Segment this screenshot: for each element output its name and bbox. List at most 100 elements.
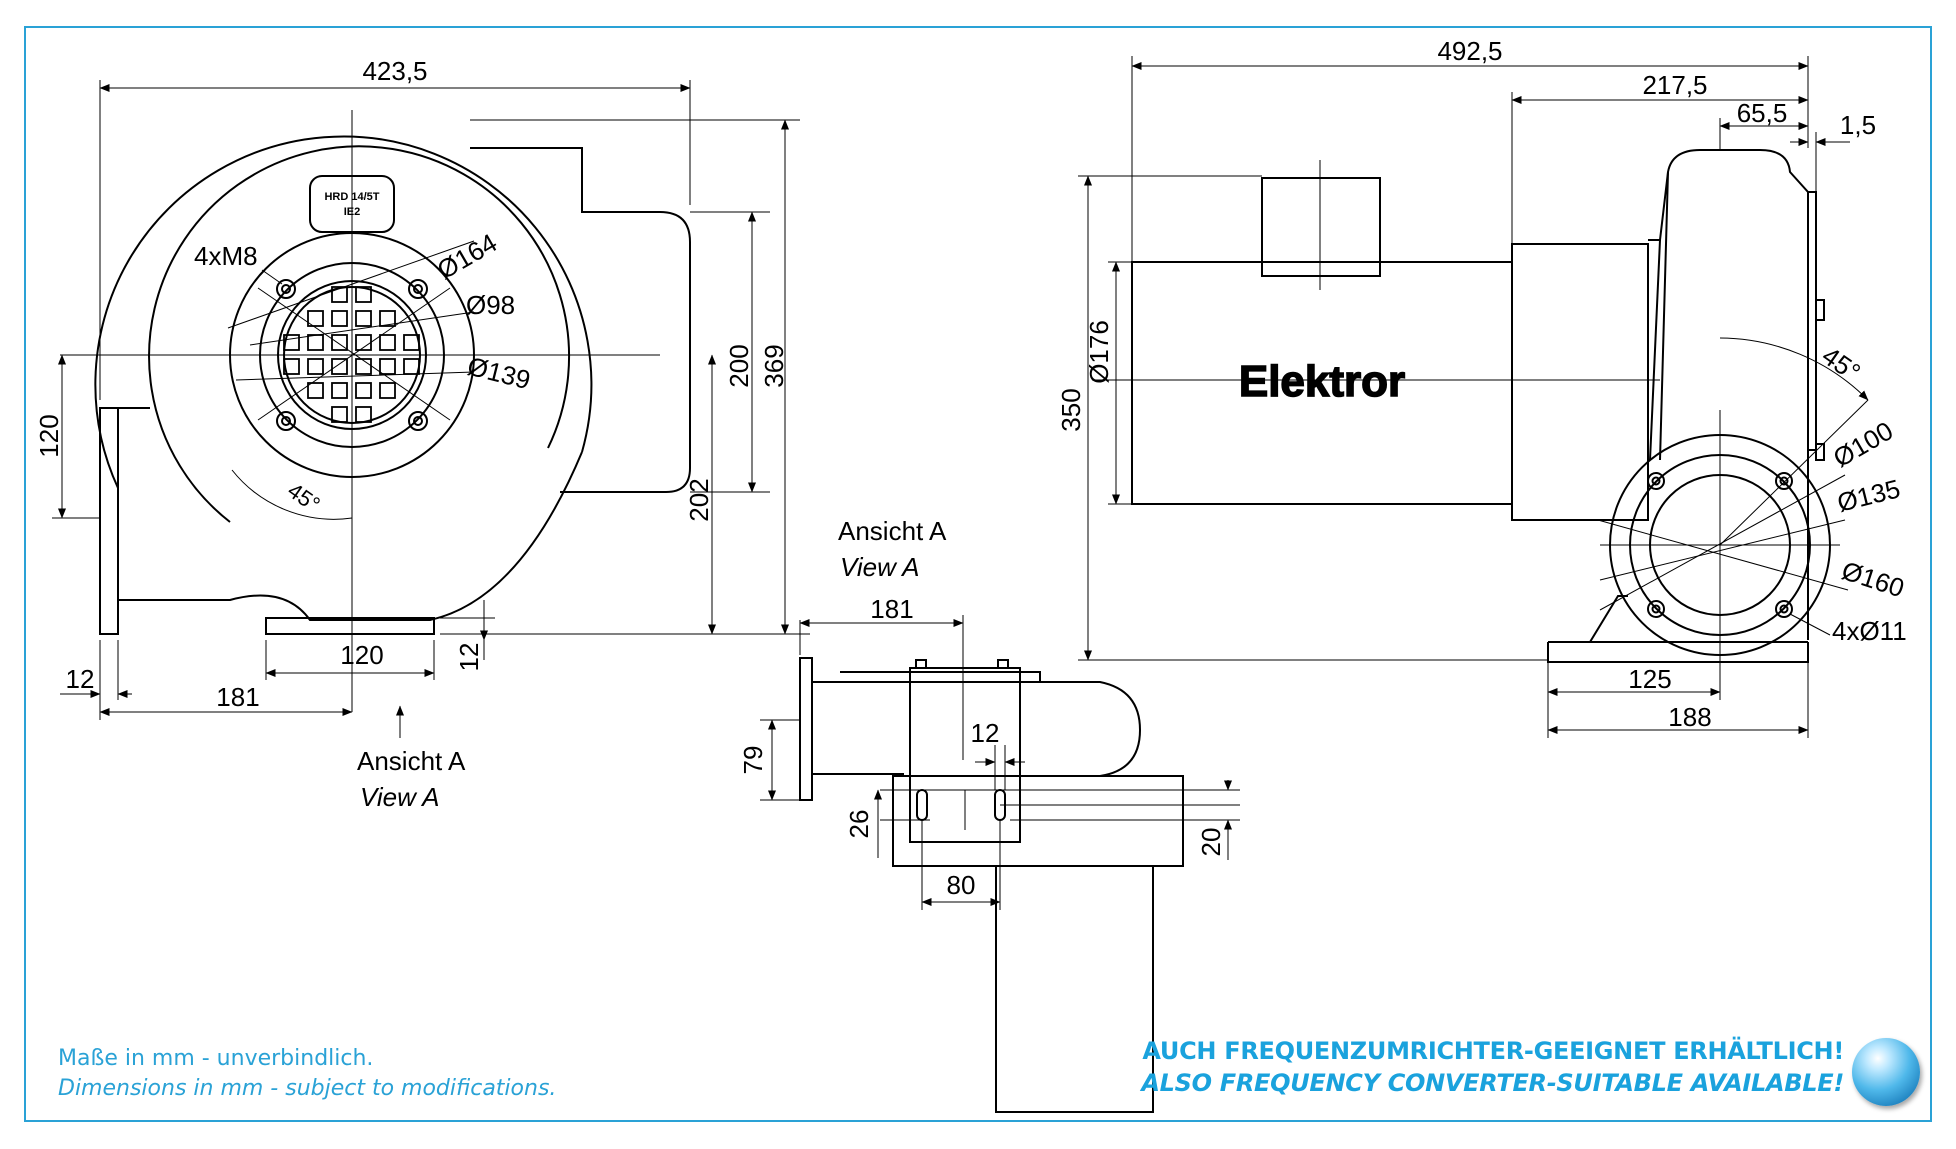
label-front-view-a-de: Ansicht A (357, 746, 466, 776)
side-base (1547, 641, 1809, 663)
side-hole (1775, 600, 1793, 618)
view-a-flange (799, 657, 813, 801)
front-view-a-label: Ansicht A View A (357, 746, 466, 812)
dim-front-flange-offset: 120 (34, 414, 64, 457)
inlet-grid-cell (379, 334, 396, 351)
front-center-lines (60, 110, 660, 712)
inlet-grid-cell (307, 358, 324, 375)
inlet-grid-cell (307, 334, 324, 351)
inlet-grid-cell (355, 358, 372, 375)
side-center-lines (1092, 160, 1840, 680)
dim-front-width: 423,5 (362, 56, 427, 86)
front-volute-outer (94, 135, 593, 489)
dim-front-flange-to-center: 181 (216, 682, 259, 712)
side-hole (1647, 472, 1665, 490)
inlet-grid-cell (331, 382, 348, 399)
inlet-grid-cell (379, 358, 396, 375)
front-inlet-grid (283, 286, 420, 423)
side-view (1131, 149, 1831, 663)
promo-de: AUCH FREQUENZUMRICHTER-GEEIGNET ERHÄLTLI… (1142, 1037, 1844, 1065)
side-dimension-text: 492,5 217,5 65,5 1,5 350 Ø176 45° Ø100 Ø… (1056, 36, 1908, 732)
disclaimer-en: Dimensions in mm - subject to modificati… (58, 1076, 557, 1101)
label-view-a-title-en: View A (840, 552, 920, 582)
dim-front-height: 369 (759, 344, 789, 387)
front-bolt-hole (276, 279, 296, 299)
inlet-grid-cell (379, 382, 396, 399)
dim-view-a-flange-to-center: 181 (870, 594, 913, 624)
dim-view-a-slot-offset: 26 (844, 810, 874, 839)
label-view-a-title-de: Ansicht A (838, 516, 947, 546)
view-a-motor-lower (995, 865, 1154, 1113)
dim-side-base-outer: 188 (1668, 702, 1711, 732)
front-view (94, 135, 691, 635)
front-dimension-text: 423,5 369 200 202 120 120 12 12 181 4xM8… (34, 56, 789, 712)
dim-side-length-housing: 217,5 (1642, 70, 1707, 100)
dim-side-dia-135: Ø135 (1834, 473, 1903, 517)
dim-side-holes: 4xØ11 (1832, 616, 1907, 646)
view-a (799, 657, 1184, 1113)
dim-front-flange-thickness: 12 (66, 664, 95, 694)
inlet-grid-cell (355, 310, 372, 327)
inlet-grid-cell (331, 286, 348, 303)
side-hole (1775, 472, 1793, 490)
dim-front-axis-height: 202 (684, 478, 714, 521)
dim-front-foot-width: 120 (340, 640, 383, 670)
dim-side-height-total: 350 (1056, 388, 1086, 431)
inlet-grid-cell (331, 406, 348, 423)
dim-side-length-lip: 1,5 (1840, 110, 1876, 140)
inlet-grid-cell (307, 382, 324, 399)
label-front-bolts: 4xM8 (194, 241, 258, 271)
view-a-duct (812, 681, 1142, 777)
dim-view-a-slot-height: 20 (1196, 828, 1226, 857)
side-hole (1647, 600, 1665, 618)
label-front-dia-98: Ø98 (466, 290, 515, 320)
inlet-grid-cell (331, 310, 348, 327)
dim-view-a-slot-width: 12 (971, 718, 1000, 748)
promo-en: ALSO FREQUENCY CONVERTER-SUITABLE AVAILA… (1141, 1069, 1844, 1097)
nameplate-model: HRD 14/5T (324, 191, 379, 203)
promo-orb-icon (1852, 1038, 1920, 1106)
drawing-frame (24, 26, 1932, 1122)
dim-view-a-slot-spacing: 80 (947, 870, 976, 900)
inlet-grid-cell (331, 358, 348, 375)
front-volute-inner (148, 145, 571, 523)
inlet-grid-cell (355, 286, 372, 303)
side-inlet-lip (1807, 191, 1817, 451)
side-brand-logo: Elektror (1239, 357, 1405, 406)
dim-front-outlet-center: 200 (724, 344, 754, 387)
front-outlet-flange (99, 407, 119, 635)
front-bolt-hole (276, 411, 296, 431)
inlet-grid-cell (403, 334, 420, 351)
front-bolt-hole (408, 411, 428, 431)
side-motor-flange (1511, 243, 1649, 521)
dim-side-length-inlet: 65,5 (1737, 98, 1788, 128)
inlet-grid-cell (355, 382, 372, 399)
inlet-grid-cell (283, 334, 300, 351)
front-bolt-hole (408, 279, 428, 299)
view-a-dimension-lines (760, 615, 1240, 910)
front-dimension-lines (52, 80, 810, 738)
dim-view-a-flange-height: 79 (738, 746, 768, 775)
inlet-grid-cell (307, 310, 324, 327)
label-front-view-a-en: View A (360, 782, 440, 812)
dim-side-length-total: 492,5 (1437, 36, 1502, 66)
inlet-grid-cell (403, 358, 420, 375)
dim-side-base-inner: 125 (1628, 664, 1671, 694)
view-a-slot (916, 789, 928, 821)
inlet-grid-cell (355, 406, 372, 423)
dim-side-motor-dia: Ø176 (1084, 320, 1114, 384)
dim-front-foot-height: 12 (454, 643, 484, 672)
inlet-grid-cell (379, 310, 396, 327)
view-a-dimension-text: 181 79 12 26 20 80 Ansicht A View A (738, 516, 1226, 900)
side-terminal-box (1261, 177, 1381, 277)
side-housing (1648, 149, 1809, 640)
inlet-grid-cell (283, 358, 300, 375)
dim-side-dia-160: Ø160 (1838, 555, 1908, 603)
disclaimer-de: Maße in mm - unverbindlich. (58, 1046, 374, 1071)
front-nameplate-text: HRD 14/5T IE2 (324, 191, 379, 218)
front-motor-block (470, 147, 691, 493)
front-foot (265, 617, 435, 635)
front-outlet-duct (117, 410, 583, 621)
dim-side-angle: 45° (1817, 340, 1866, 387)
